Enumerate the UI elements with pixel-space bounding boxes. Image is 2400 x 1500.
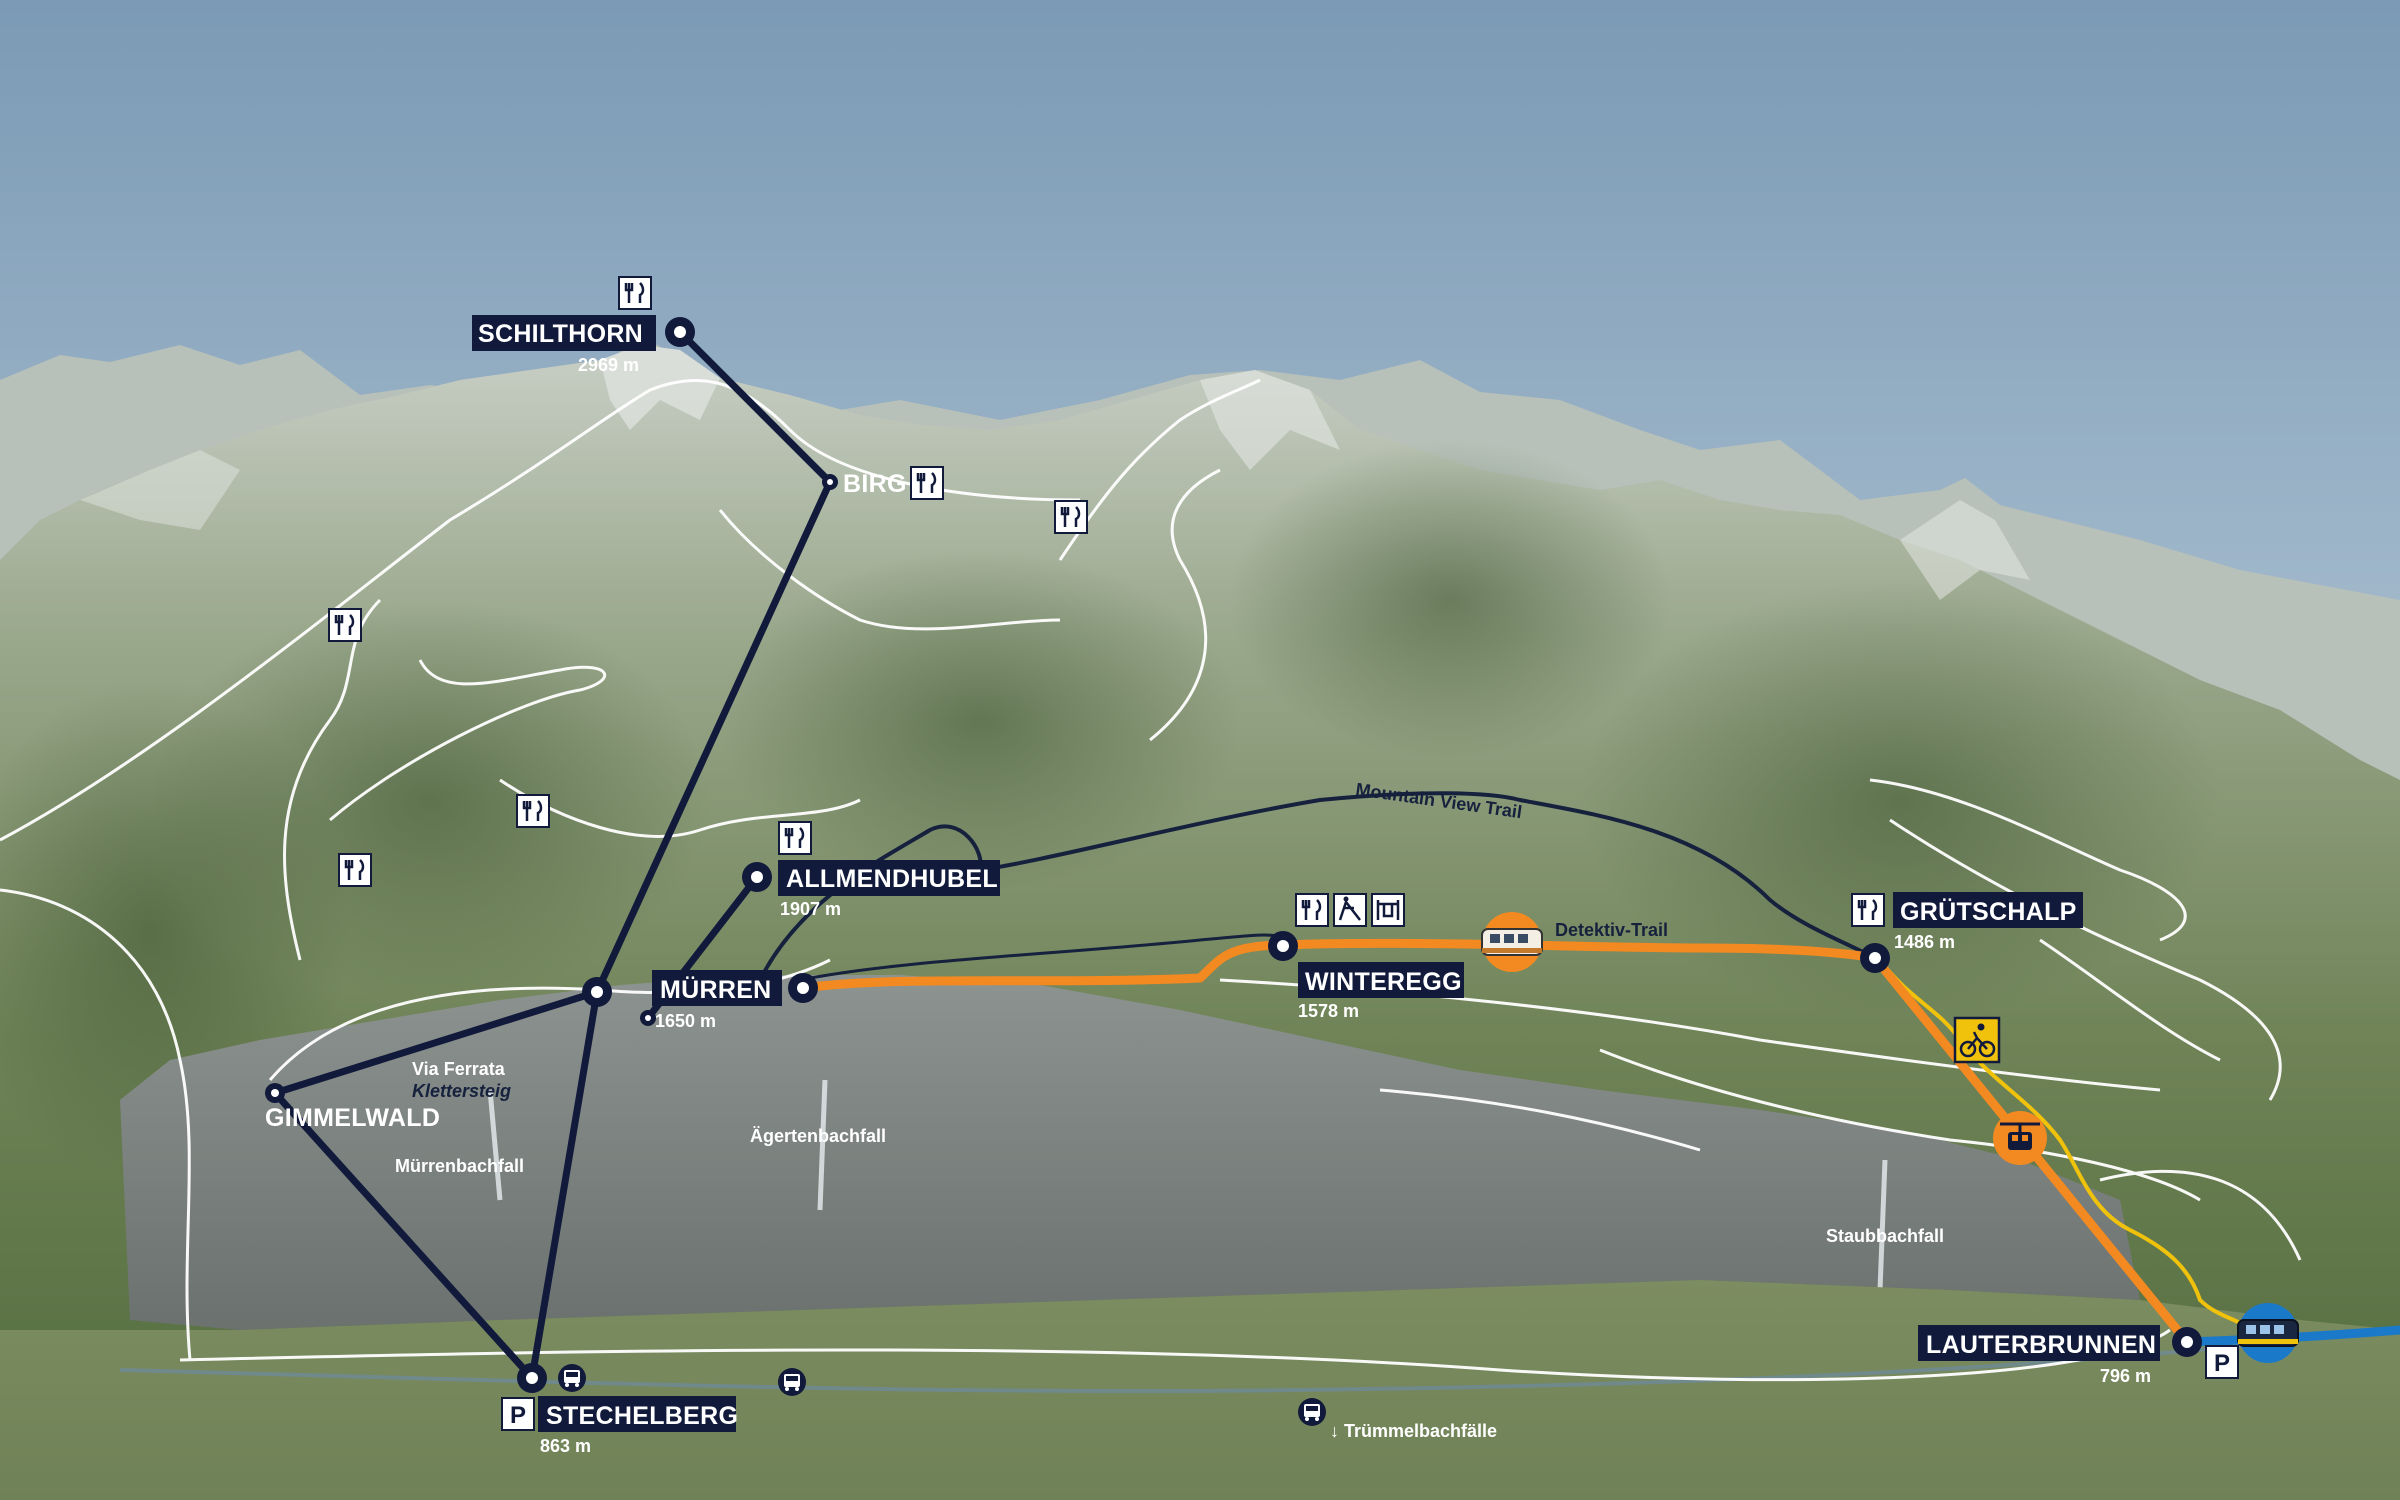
snow-patch	[80, 450, 240, 530]
label-bg-stechelberg	[538, 1396, 736, 1432]
mountain-bike-icon	[1953, 1016, 2001, 1064]
cableways	[271, 328, 834, 1382]
cableway-muerren-gimmelwald	[271, 988, 601, 1097]
station-node-gimmelwald	[265, 1083, 285, 1103]
label-lauterbrunnen: LAUTERBRUNNEN	[1926, 1331, 2156, 1359]
label-muerrenbachfall: Mürrenbachfall	[395, 1156, 524, 1176]
altitude-stechelberg: 863 m	[540, 1436, 591, 1456]
svg-text:P: P	[2214, 1350, 2230, 1377]
station-node-gruetschalp	[1860, 943, 1890, 973]
label-birg: BIRG	[843, 470, 907, 498]
restaurant-icon	[1851, 893, 1885, 927]
cableway-schilthorn-birg	[676, 328, 834, 486]
bus-icon	[1298, 1398, 1326, 1426]
bus-icon	[778, 1368, 806, 1396]
relief-shade	[1580, 580, 2220, 1020]
altitude-winteregg: 1578 m	[1298, 1001, 1359, 1021]
restaurant-icon	[338, 853, 372, 887]
station-node-allmendhubel-base	[640, 1010, 656, 1026]
restaurant-icon	[516, 794, 550, 828]
restaurant-icons	[328, 276, 1885, 927]
label-staubbachfall: Staubbachfall	[1826, 1226, 1944, 1246]
label-gimmelwald: GIMMELWALD	[265, 1104, 440, 1132]
river	[119, 1343, 2251, 1393]
restaurant-icon	[778, 821, 812, 855]
station-node-birg	[822, 474, 838, 490]
restaurant-icon	[1295, 893, 1329, 927]
parking-icon: P	[2205, 1345, 2239, 1379]
mountain-view-trail	[758, 791, 1876, 981]
label-bg-muerren	[652, 970, 782, 1006]
label-truemmelbachfaelle: ↓ Trümmelbachfälle	[1330, 1421, 1497, 1441]
altitude-lauterbrunnen: 796 m	[2100, 1366, 2151, 1386]
station-labels: SCHILTHORN 2969 m BIRG ALLMENDHUBEL 1907…	[265, 315, 2160, 1456]
station-node-winteregg	[1268, 931, 1298, 961]
label-gruetschalp: GRÜTSCHALP	[1900, 897, 2077, 926]
station-node-stechelberg	[517, 1363, 547, 1393]
label-detektiv-trail: Detektiv-Trail	[1555, 920, 1668, 940]
label-bg-allmendhubel	[778, 860, 1000, 896]
parking-icon: P	[501, 1397, 535, 1431]
playground-icon	[1333, 893, 1367, 927]
cableway-gimmelwald-stechelberg	[271, 1089, 536, 1382]
station-node-lauterbrunnen	[2172, 1327, 2202, 1357]
label-schilthorn: SCHILTHORN	[478, 320, 643, 348]
gondola-icon	[1993, 1111, 2047, 1165]
label-muerren: MÜRREN	[660, 975, 772, 1004]
cableway-muerren-stechelberg	[528, 988, 601, 1382]
label-bg-winteregg	[1298, 962, 1464, 998]
altitude-muerren: 1650 m	[655, 1011, 716, 1031]
snow-patch	[1200, 370, 1340, 470]
label-winteregg: WINTEREGG	[1305, 968, 1462, 996]
cableway-birg-muerren	[593, 478, 834, 996]
station-node-muerren-cable	[582, 977, 612, 1007]
station-node-schilthorn	[665, 317, 695, 347]
railway-muerren-gruetschalp	[798, 938, 1880, 993]
rope-park-icon	[1371, 893, 1405, 927]
label-bg-gruetschalp	[1893, 892, 2083, 928]
station-node-muerren	[788, 973, 818, 1003]
restaurant-icon	[910, 466, 944, 500]
label-allmendhubel: ALLMENDHUBEL	[786, 865, 998, 893]
label-bg-lauterbrunnen	[1918, 1325, 2160, 1361]
altitude-allmendhubel: 1907 m	[780, 899, 841, 919]
restaurant-icon	[328, 608, 362, 642]
relief-shade	[1230, 440, 1670, 760]
restaurant-icon	[1054, 500, 1088, 534]
hiking-trails	[0, 378, 2302, 1382]
label-via-ferrata: Via Ferrata	[412, 1059, 506, 1079]
bus-icon	[558, 1364, 586, 1392]
station-nodes	[265, 317, 2202, 1393]
altitude-schilthorn: 2969 m	[578, 355, 639, 375]
restaurant-icon	[618, 276, 652, 310]
label-stechelberg: STECHELBERG	[546, 1402, 738, 1430]
altitude-gruetschalp: 1486 m	[1894, 932, 1955, 952]
label-aegertenbachfall: Ägertenbachfall	[750, 1126, 886, 1146]
svg-text:P: P	[510, 1402, 526, 1429]
snow-patch	[1900, 500, 2030, 600]
waterfall-staubbach	[1877, 1159, 1888, 1291]
station-node-allmendhubel	[742, 862, 772, 892]
label-bg-schilthorn	[472, 315, 656, 351]
cliff-band	[120, 975, 2140, 1330]
label-klettersteig: Klettersteig	[412, 1081, 511, 1101]
train-icon	[2237, 1303, 2299, 1363]
waterfall-muerrenbach	[487, 1089, 503, 1201]
train-icon	[1481, 912, 1543, 972]
feature-labels: Via Ferrata Klettersteig Mürrenbachfall …	[395, 1059, 1944, 1441]
waterfall-aegertenbach	[817, 1079, 828, 1211]
